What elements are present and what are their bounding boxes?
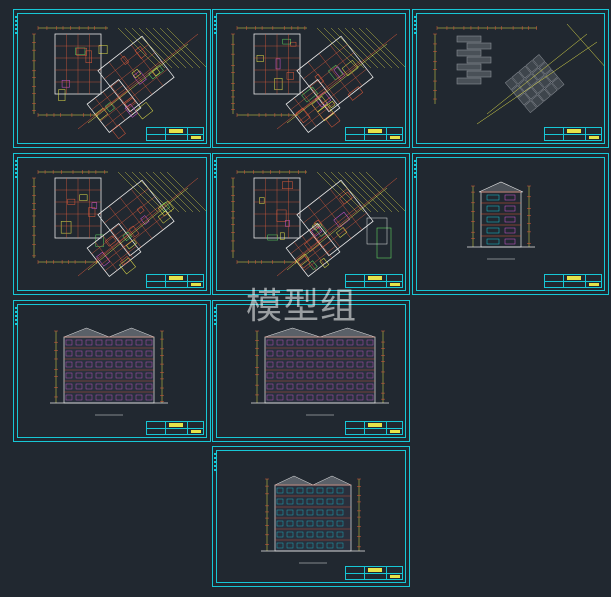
rear-elevation-drawing bbox=[251, 327, 389, 416]
drawing-sheet-5[interactable] bbox=[212, 153, 410, 295]
floor-plan-drawing bbox=[32, 26, 206, 140]
drawing-sheet-2[interactable] bbox=[212, 9, 410, 148]
sheet-border bbox=[216, 13, 406, 144]
binding-margin bbox=[214, 453, 216, 473]
watermark-text: 模型组 bbox=[246, 286, 358, 327]
title-block bbox=[345, 421, 403, 435]
drawing-sheet-1[interactable] bbox=[13, 9, 211, 148]
sheet-border bbox=[216, 157, 406, 291]
sheet-border bbox=[416, 157, 605, 291]
drawing-sheet-6[interactable] bbox=[412, 153, 609, 295]
title-block bbox=[544, 127, 602, 141]
title-block bbox=[345, 127, 403, 141]
side-elevation-drawing bbox=[467, 181, 535, 260]
title-block bbox=[146, 421, 204, 435]
drawing-sheet-3[interactable] bbox=[412, 9, 609, 148]
title-block bbox=[345, 274, 403, 288]
binding-margin bbox=[214, 16, 216, 36]
drawing-sheet-8[interactable] bbox=[212, 300, 410, 442]
sheet-border bbox=[216, 304, 406, 438]
front-elevation-drawing bbox=[50, 327, 168, 416]
section-elevation-drawing bbox=[261, 475, 365, 564]
sheet-border bbox=[416, 13, 605, 144]
drawing-sheet-9[interactable] bbox=[212, 446, 410, 587]
sheet-border bbox=[17, 13, 207, 144]
binding-margin bbox=[15, 307, 17, 327]
title-block bbox=[146, 127, 204, 141]
binding-margin bbox=[214, 307, 216, 327]
roof-plan-drawing bbox=[433, 23, 604, 125]
binding-margin bbox=[414, 160, 416, 180]
floor-plan-drawing bbox=[32, 170, 206, 278]
sheet-border bbox=[17, 157, 207, 291]
sheet-border bbox=[17, 304, 207, 438]
title-block bbox=[345, 566, 403, 580]
drawing-sheet-7[interactable] bbox=[13, 300, 211, 442]
binding-margin bbox=[414, 16, 416, 36]
drawing-sheet-4[interactable] bbox=[13, 153, 211, 295]
sheet-border bbox=[216, 450, 406, 583]
binding-margin bbox=[15, 160, 17, 180]
floor-plan-drawing bbox=[231, 26, 405, 134]
floor-plan-detail-drawing bbox=[231, 170, 405, 278]
title-block bbox=[544, 274, 602, 288]
binding-margin bbox=[15, 16, 17, 36]
binding-margin bbox=[214, 160, 216, 180]
title-block bbox=[146, 274, 204, 288]
